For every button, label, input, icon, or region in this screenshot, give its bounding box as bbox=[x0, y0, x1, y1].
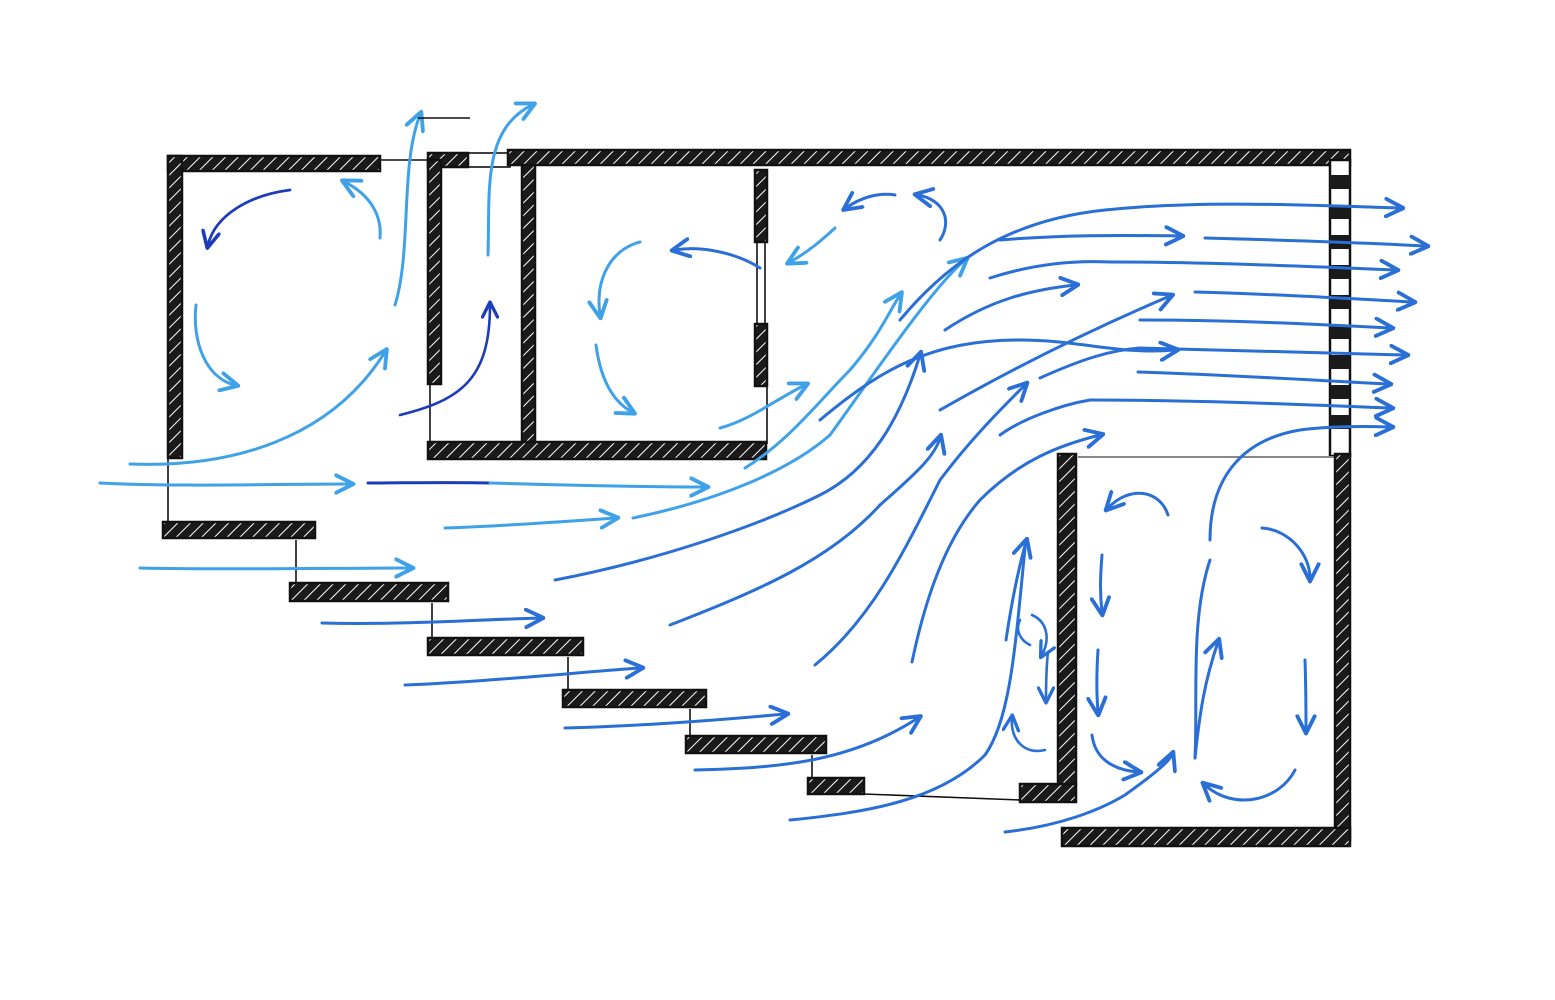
airflow-arrow-icon bbox=[403, 668, 640, 687]
airflow-arrow-icon bbox=[1097, 648, 1098, 712]
airflow-arrow-icon bbox=[743, 295, 900, 470]
airflow-arrow-icon bbox=[393, 115, 420, 307]
room-shaft-upward-flow bbox=[393, 105, 532, 417]
airflow bbox=[98, 105, 1425, 834]
airflow-arrow-icon bbox=[998, 398, 1092, 437]
wall-segment bbox=[426, 440, 768, 461]
wall-segment bbox=[1333, 452, 1352, 842]
airflow-arrow-icon bbox=[918, 195, 948, 242]
airflow-arrow-icon bbox=[818, 338, 1175, 422]
airflow-arrow-icon bbox=[998, 235, 1180, 240]
airflow-arrow-icon bbox=[1108, 493, 1170, 517]
airflow-arrow-icon bbox=[486, 105, 532, 257]
airflow-arrow-icon bbox=[1088, 400, 1390, 408]
airflow-arrow-icon bbox=[128, 352, 385, 466]
window-opening bbox=[756, 241, 766, 325]
airflow-arrow-icon bbox=[398, 305, 490, 417]
airflow-arrow-icon bbox=[938, 296, 1170, 412]
airflow-arrow-icon bbox=[631, 260, 965, 520]
airflow-arrow-icon bbox=[1101, 553, 1103, 612]
airflow-arrow-icon bbox=[1108, 262, 1395, 270]
airflow-arrow-icon bbox=[1030, 613, 1047, 655]
airflow-arrow-icon bbox=[693, 718, 918, 772]
slatted-east-vent bbox=[1328, 158, 1352, 458]
airflow-arrow-icon bbox=[790, 226, 837, 262]
airflow-arrow-icon bbox=[138, 568, 410, 569]
airflow-arrow-icon bbox=[1016, 618, 1032, 647]
west-inlet-flows bbox=[98, 483, 1027, 822]
airflow-arrow-icon bbox=[846, 194, 897, 208]
walls bbox=[161, 148, 1352, 848]
airflow-arrow-icon bbox=[1203, 238, 1425, 246]
airflow-arrow-icon bbox=[1004, 542, 1026, 642]
airflow-arrow-icon bbox=[1136, 370, 1388, 384]
airflow-arrow-icon bbox=[1046, 650, 1048, 700]
airflow-arrow-icon bbox=[563, 714, 785, 730]
airflow-arrow-icon bbox=[943, 285, 1075, 332]
airflow-arrow-icon bbox=[1038, 346, 1142, 380]
wall-segment bbox=[753, 322, 769, 388]
east-vent-outflow bbox=[1088, 238, 1425, 542]
room-center-circulation bbox=[594, 194, 948, 430]
airflow-arrow-icon bbox=[675, 249, 762, 270]
airflow-arrow-icon bbox=[594, 343, 632, 412]
airflow-arrow-icon bbox=[443, 518, 615, 528]
airflow-arrow-icon bbox=[345, 182, 382, 240]
airflow-arrow-icon bbox=[988, 260, 1112, 280]
airflow-arrow-icon bbox=[1138, 348, 1405, 355]
airflow-arrow-icon bbox=[1003, 755, 1172, 834]
airflow-arrow-icon bbox=[488, 483, 705, 487]
room-southeast-circulation bbox=[1003, 493, 1310, 834]
airflow-arrow-icon bbox=[910, 435, 1100, 664]
airflow-arrow-icon bbox=[1193, 558, 1212, 760]
wall-segment bbox=[506, 148, 1352, 167]
airflow-arrow-icon bbox=[98, 483, 350, 485]
airflow-arrow-icon bbox=[718, 385, 805, 430]
main-sweep-flows bbox=[553, 204, 1400, 667]
airflow-arrow-icon bbox=[599, 240, 642, 315]
airflow-arrow-icon bbox=[208, 188, 292, 245]
wall-segment bbox=[520, 158, 537, 452]
airflow-arrow-icon bbox=[553, 355, 920, 582]
airflow-arrow-icon bbox=[788, 546, 1027, 822]
airflow-arrow-icon bbox=[1012, 718, 1047, 753]
airflow-arrow-icon bbox=[1193, 290, 1412, 302]
wall-segment bbox=[753, 168, 769, 244]
airflow-arrow-icon bbox=[1138, 320, 1390, 328]
airflow-arrow-icon bbox=[193, 303, 235, 385]
airflow-arrow-icon bbox=[1208, 426, 1390, 542]
airflow-arrow-icon bbox=[1205, 768, 1297, 800]
wall-segment bbox=[1018, 782, 1078, 804]
wall-segment bbox=[166, 154, 382, 173]
airflow-arrow-icon bbox=[898, 204, 1400, 322]
wall-segment bbox=[426, 158, 443, 386]
room-west-circulation bbox=[128, 182, 385, 466]
window-opening bbox=[467, 152, 511, 168]
airflow-arrow-icon bbox=[1260, 526, 1310, 578]
airflow-arrow-icon bbox=[813, 385, 1025, 667]
airflow-arrow-icon bbox=[668, 438, 940, 627]
wall-segment bbox=[1060, 826, 1352, 848]
airflow-arrow-icon bbox=[1193, 642, 1218, 760]
wall-segment bbox=[1056, 452, 1078, 786]
airflow-arrow-icon bbox=[1305, 658, 1306, 730]
airflow-arrow-icon bbox=[320, 618, 540, 623]
stepped-south-facade bbox=[161, 458, 1021, 801]
airflow-arrow-icon bbox=[1090, 733, 1138, 772]
wall-segment bbox=[166, 154, 184, 460]
